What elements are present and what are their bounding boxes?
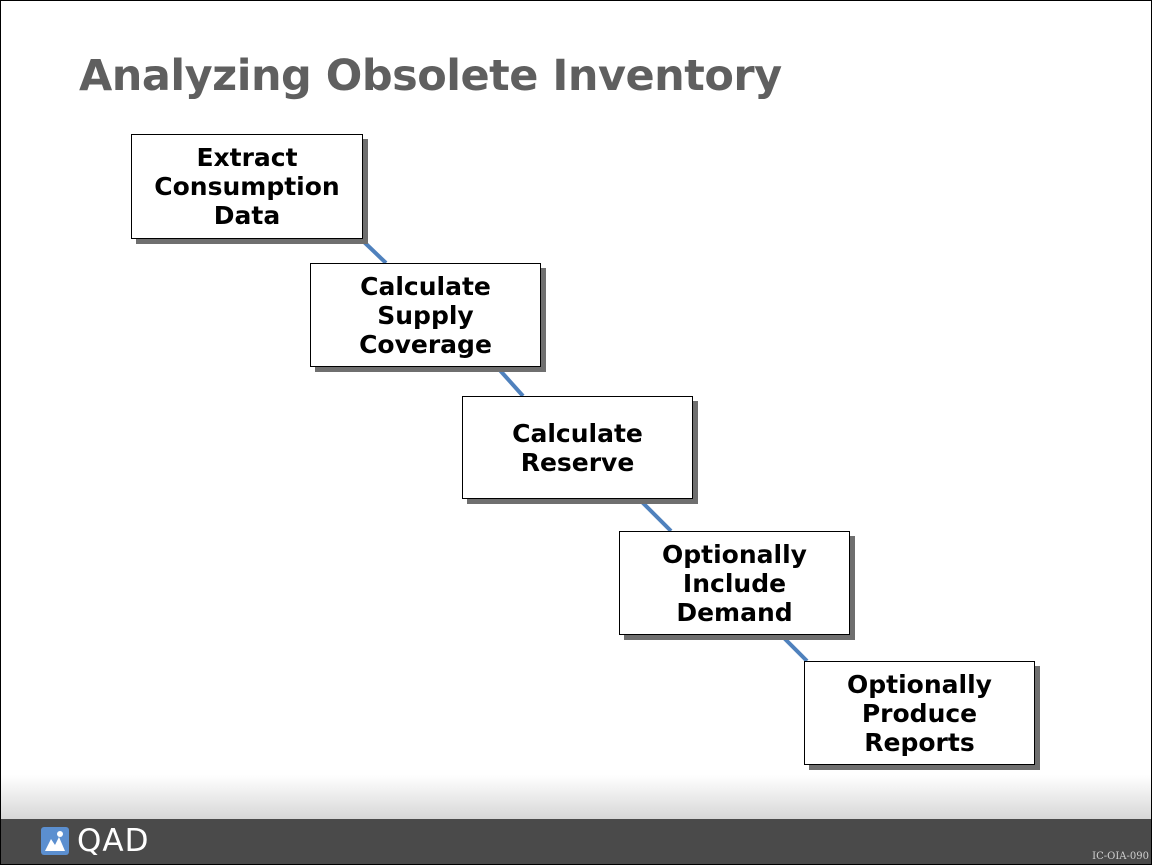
connector-1-2 xyxy=(361,239,388,265)
footer-gradient xyxy=(1,775,1151,819)
step-optionally-produce-reports: Optionally Produce Reports xyxy=(804,661,1035,765)
slide-title: Analyzing Obsolete Inventory xyxy=(79,51,782,101)
step-label: Optionally Include Demand xyxy=(662,539,807,627)
step-label: Optionally Produce Reports xyxy=(847,669,992,757)
qad-logo: QAD xyxy=(41,821,149,861)
step-label: Extract Consumption Data xyxy=(154,143,340,230)
step-label: Calculate Supply Coverage xyxy=(359,271,492,359)
slide-code: IC-OIA-090 xyxy=(1092,851,1149,862)
step-extract-consumption-data: Extract Consumption Data xyxy=(131,134,363,239)
step-calculate-reserve: Calculate Reserve xyxy=(462,396,693,499)
step-label: Calculate Reserve xyxy=(512,418,643,477)
step-calculate-supply-coverage: Calculate Supply Coverage xyxy=(310,263,541,367)
footer-bar xyxy=(1,819,1151,864)
qad-logo-icon xyxy=(41,827,69,855)
connector-4-5 xyxy=(779,633,809,663)
step-optionally-include-demand: Optionally Include Demand xyxy=(619,531,850,635)
connector-3-4 xyxy=(637,497,673,533)
logo-text: QAD xyxy=(77,823,150,859)
connector-2-3 xyxy=(495,365,525,398)
